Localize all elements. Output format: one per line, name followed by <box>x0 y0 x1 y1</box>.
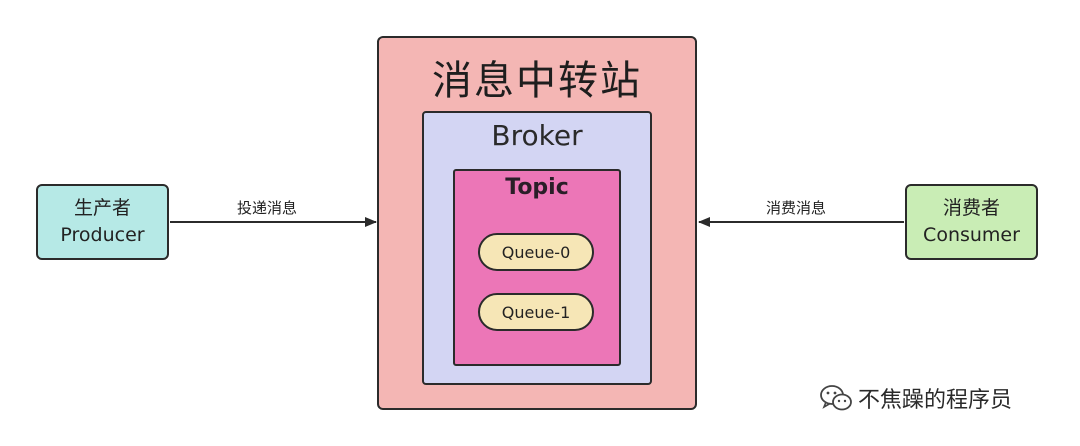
producer-node: 生产者 Producer <box>36 184 169 260</box>
producer-label-cn: 生产者 <box>73 197 131 219</box>
queue-1: Queue-1 <box>478 293 594 331</box>
wechat-icon <box>820 385 852 411</box>
watermark-text: 不焦躁的程序员 <box>858 388 1013 413</box>
consumer-label-cn: 消费者 <box>942 197 1000 219</box>
consume-message-label: 消费消息 <box>766 199 827 217</box>
queue-0: Queue-0 <box>478 233 594 271</box>
topic-title: Topic <box>505 175 569 200</box>
consumer-label-en: Consumer <box>923 224 1020 246</box>
producer-label-en: Producer <box>60 224 145 246</box>
consumer-node: 消费者 Consumer <box>905 184 1038 260</box>
deliver-message-label: 投递消息 <box>237 199 298 217</box>
station-title: 消息中转站 <box>432 58 642 104</box>
broker-title: Broker <box>491 119 583 152</box>
watermark: 不焦躁的程序员 <box>818 382 1012 414</box>
